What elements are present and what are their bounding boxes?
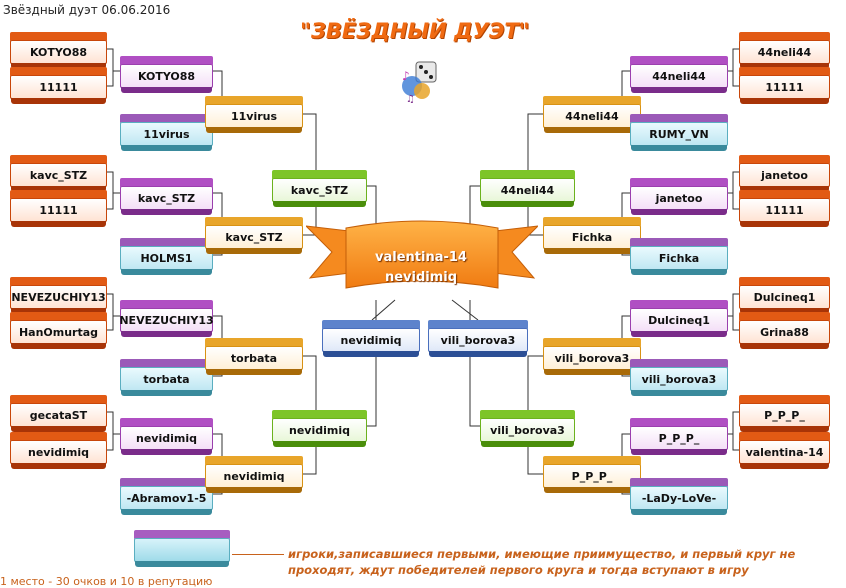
right-r1-slot-4: 11111 (739, 198, 830, 227)
right-r2-slot-5: Dulcineq1 (630, 308, 728, 337)
right-r4-slot-1: 44neli44 (480, 178, 575, 207)
left-r1-slot-3: kavc_STZ (10, 163, 107, 192)
right-r1-slot-1: 44neli44 (739, 40, 830, 69)
right-r2-slot-4: Fichka (630, 246, 728, 275)
right-r1-slot-8: valentina-14 (739, 440, 830, 469)
left-r4-slot-1: kavc_STZ (272, 178, 367, 207)
legend-box (134, 538, 230, 567)
right-r3-slot-4: P_P_P_ (543, 464, 641, 493)
svg-text:♪: ♪ (402, 69, 410, 83)
left-r1-slot-5: NEVEZUCHIY13 (10, 285, 107, 314)
champion-name-2: nevidimiq (384, 270, 458, 285)
right-r2-slot-1: 44neli44 (630, 64, 728, 93)
left-r2-slot-3: kavc_STZ (120, 186, 213, 215)
right-r2-slot-3: janetoo (630, 186, 728, 215)
left-r3-slot-3: torbata (205, 346, 303, 375)
left-r1-slot-1: KOTYO88 (10, 40, 107, 69)
left-r3-slot-2: kavc_STZ (205, 225, 303, 254)
right-r2-slot-7: P_P_P_ (630, 426, 728, 455)
right-r1-slot-2: 11111 (739, 75, 830, 104)
champion-name-1: valentina-14 (375, 250, 467, 265)
left-r1-slot-7: gecataST (10, 403, 107, 432)
reward-text: 1 место - 30 очков и 10 в репутацию (0, 575, 213, 588)
left-r3-slot-1: 11virus (205, 104, 303, 133)
left-r1-slot-4: 11111 (10, 198, 107, 227)
svg-text:♫: ♫ (406, 94, 415, 104)
right-r4-slot-2: vili_borova3 (480, 418, 575, 447)
left-r2-slot-8: -Abramov1-5 (120, 486, 213, 515)
right-final-slot: vili_borova3 (428, 328, 528, 357)
left-r2-slot-7: nevidimiq (120, 426, 213, 455)
left-r1-slot-6: HanOmurtag (10, 320, 107, 349)
right-r1-slot-3: janetoo (739, 163, 830, 192)
right-r2-slot-2: RUMY_VN (630, 122, 728, 151)
note-text: игроки,записавшиеся первыми, имеющие при… (288, 547, 796, 577)
left-r1-slot-8: nevidimiq (10, 440, 107, 469)
left-r2-slot-2: 11virus (120, 122, 213, 151)
right-r1-slot-5: Dulcineq1 (739, 285, 830, 314)
right-r2-slot-8: -LaDy-LoVe- (630, 486, 728, 515)
right-r1-slot-6: Grina88 (739, 320, 830, 349)
left-r2-slot-1: KOTYO88 (120, 64, 213, 93)
right-r1-slot-7: P_P_P_ (739, 403, 830, 432)
right-r3-slot-2: Fichka (543, 225, 641, 254)
main-title: "ЗВЁЗДНЫЙ ДУЭТ" (300, 19, 530, 43)
right-r3-slot-1: 44neli44 (543, 104, 641, 133)
left-r2-slot-5: NEVEZUCHIY13 (119, 308, 214, 337)
note-connector (232, 554, 284, 555)
right-r2-slot-6: vili_borova3 (630, 367, 728, 396)
left-r3-slot-4: nevidimiq (205, 464, 303, 493)
dice-music-logo: ♪ ♫ (402, 61, 437, 104)
champion-banner (306, 220, 538, 289)
left-final-slot: nevidimiq (322, 328, 420, 357)
left-r1-slot-2: 11111 (10, 75, 107, 104)
right-r3-slot-3: vili_borova3 (543, 346, 641, 375)
left-r2-slot-6: torbata (120, 367, 213, 396)
left-r2-slot-4: HOLMS1 (120, 246, 213, 275)
left-r4-slot-2: nevidimiq (272, 418, 367, 447)
page-title: Звёздный дуэт 06.06.2016 (3, 3, 171, 17)
